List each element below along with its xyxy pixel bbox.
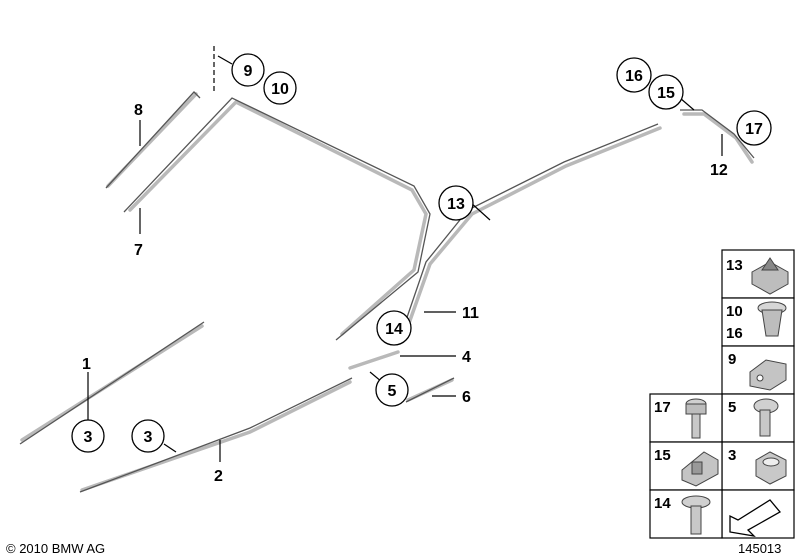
part-8-drawing bbox=[105, 91, 201, 189]
copyright-text: © 2010 BMW AG bbox=[6, 541, 105, 556]
callout-3a: 3 bbox=[71, 419, 105, 453]
part-2-drawing bbox=[79, 377, 353, 493]
clip-nut-15-icon bbox=[681, 451, 719, 487]
table-num-13: 13 bbox=[726, 257, 743, 274]
part-12-drawing bbox=[680, 109, 755, 164]
clip-13-icon bbox=[751, 257, 789, 295]
part-6-drawing bbox=[405, 377, 455, 403]
callout-10: 10 bbox=[263, 71, 297, 105]
part-11-drawing bbox=[401, 123, 662, 333]
leader-3b bbox=[163, 443, 177, 453]
svg-text:15: 15 bbox=[657, 85, 675, 102]
part-4-drawing bbox=[348, 350, 400, 370]
svg-text:14: 14 bbox=[385, 321, 403, 338]
callout-16: 16 bbox=[616, 57, 652, 93]
callout-9: 9 bbox=[231, 53, 265, 87]
svg-text:3: 3 bbox=[84, 429, 93, 446]
screw-17-icon bbox=[685, 398, 707, 439]
svg-text:3: 3 bbox=[144, 429, 153, 446]
screw-14-icon bbox=[681, 495, 711, 535]
grommet-icon bbox=[757, 301, 787, 337]
table-num-10: 10 bbox=[726, 303, 743, 320]
callout-8: 8 bbox=[134, 102, 143, 119]
leader-15 bbox=[679, 97, 695, 111]
callout-2: 2 bbox=[214, 468, 223, 485]
part-7-drawing bbox=[123, 97, 431, 341]
callout-12: 12 bbox=[710, 162, 728, 179]
table-num-14: 14 bbox=[654, 495, 671, 512]
hex-nut-3-icon bbox=[755, 451, 787, 485]
callout-15: 15 bbox=[648, 74, 684, 110]
callout-14: 14 bbox=[376, 310, 412, 346]
svg-text:10: 10 bbox=[271, 81, 289, 98]
svg-text:17: 17 bbox=[745, 121, 763, 138]
table-num-17: 17 bbox=[654, 399, 671, 416]
callout-17: 17 bbox=[736, 110, 772, 146]
arrow-icon bbox=[729, 499, 781, 537]
callout-13: 13 bbox=[438, 185, 474, 221]
svg-text:5: 5 bbox=[388, 383, 397, 400]
callout-3b: 3 bbox=[131, 419, 165, 453]
clip-9-icon bbox=[749, 359, 787, 391]
part-1-drawing bbox=[19, 321, 205, 445]
table-num-16: 16 bbox=[726, 325, 743, 342]
callout-7: 7 bbox=[134, 242, 143, 259]
table-num-5: 5 bbox=[728, 399, 736, 416]
diagram-number: 145013 bbox=[738, 541, 781, 556]
svg-text:9: 9 bbox=[244, 63, 253, 80]
callout-4: 4 bbox=[462, 349, 471, 366]
table-num-9: 9 bbox=[728, 351, 736, 368]
svg-text:16: 16 bbox=[625, 68, 643, 85]
callout-5: 5 bbox=[375, 373, 409, 407]
table-num-15: 15 bbox=[654, 447, 671, 464]
svg-text:13: 13 bbox=[447, 196, 465, 213]
callout-11: 11 bbox=[462, 305, 479, 322]
table-num-3: 3 bbox=[728, 447, 736, 464]
table-cell-17 bbox=[649, 393, 723, 443]
callout-6: 6 bbox=[462, 389, 471, 406]
leader-9 bbox=[217, 55, 233, 65]
screw-5-icon bbox=[753, 398, 779, 437]
fastener-table: 13 10 16 9 17 5 15 3 14 bbox=[649, 249, 795, 539]
callout-1: 1 bbox=[82, 356, 91, 373]
